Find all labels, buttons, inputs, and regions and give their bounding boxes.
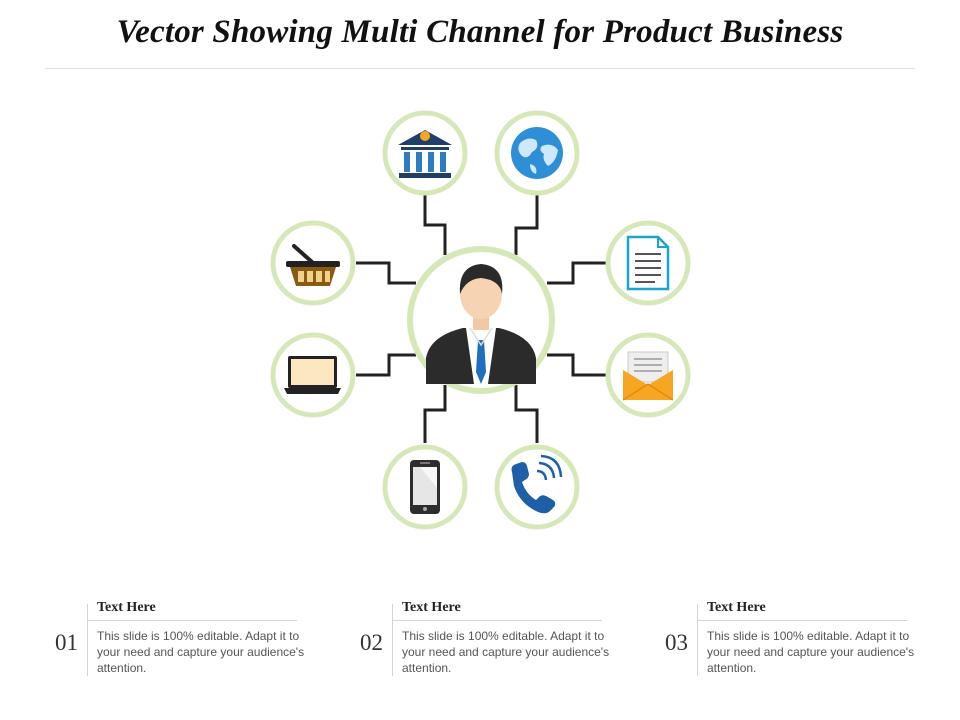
connector-globe	[514, 195, 539, 255]
shopping-basket-icon	[286, 244, 340, 286]
slide-title: Vector Showing Multi Channel for Product…	[116, 14, 844, 50]
item-number: 02	[360, 630, 383, 655]
item-divider-vertical	[87, 604, 88, 676]
connector-laptop	[356, 353, 416, 377]
item-divider-vertical	[392, 604, 393, 676]
businessman-icon	[426, 264, 536, 384]
title-divider	[45, 68, 915, 69]
item-heading: Text Here	[402, 600, 461, 615]
info-item-2: 02 Text Here This slide is 100% editable…	[360, 590, 620, 680]
connector-phone	[514, 385, 539, 443]
connector-bank	[423, 195, 447, 255]
item-divider-horizontal	[87, 620, 297, 621]
item-description: This slide is 100% editable. Adapt it to…	[402, 629, 610, 675]
connector-email	[547, 353, 606, 377]
phone-call-icon	[511, 454, 563, 514]
item-divider-vertical	[697, 604, 698, 676]
connector-document	[547, 261, 606, 285]
document-icon	[626, 235, 670, 291]
item-heading: Text Here	[707, 600, 766, 615]
connector-mobile	[423, 385, 447, 443]
smartphone-icon	[410, 460, 440, 514]
item-divider-horizontal	[697, 620, 907, 621]
info-item-1: 01 Text Here This slide is 100% editable…	[55, 590, 315, 680]
item-heading: Text Here	[97, 600, 156, 615]
item-description: This slide is 100% editable. Adapt it to…	[707, 629, 915, 675]
email-envelope-icon	[622, 351, 674, 401]
info-item-3: 03 Text Here This slide is 100% editable…	[665, 590, 925, 680]
connector-basket	[356, 261, 416, 285]
item-number: 03	[665, 630, 688, 655]
channel-diagram	[270, 110, 691, 530]
globe-icon	[511, 127, 563, 179]
item-number: 01	[55, 630, 78, 655]
connectors	[356, 195, 606, 443]
bank-icon	[398, 130, 452, 178]
item-description: This slide is 100% editable. Adapt it to…	[97, 629, 305, 675]
laptop-icon	[284, 356, 341, 394]
item-divider-horizontal	[392, 620, 602, 621]
